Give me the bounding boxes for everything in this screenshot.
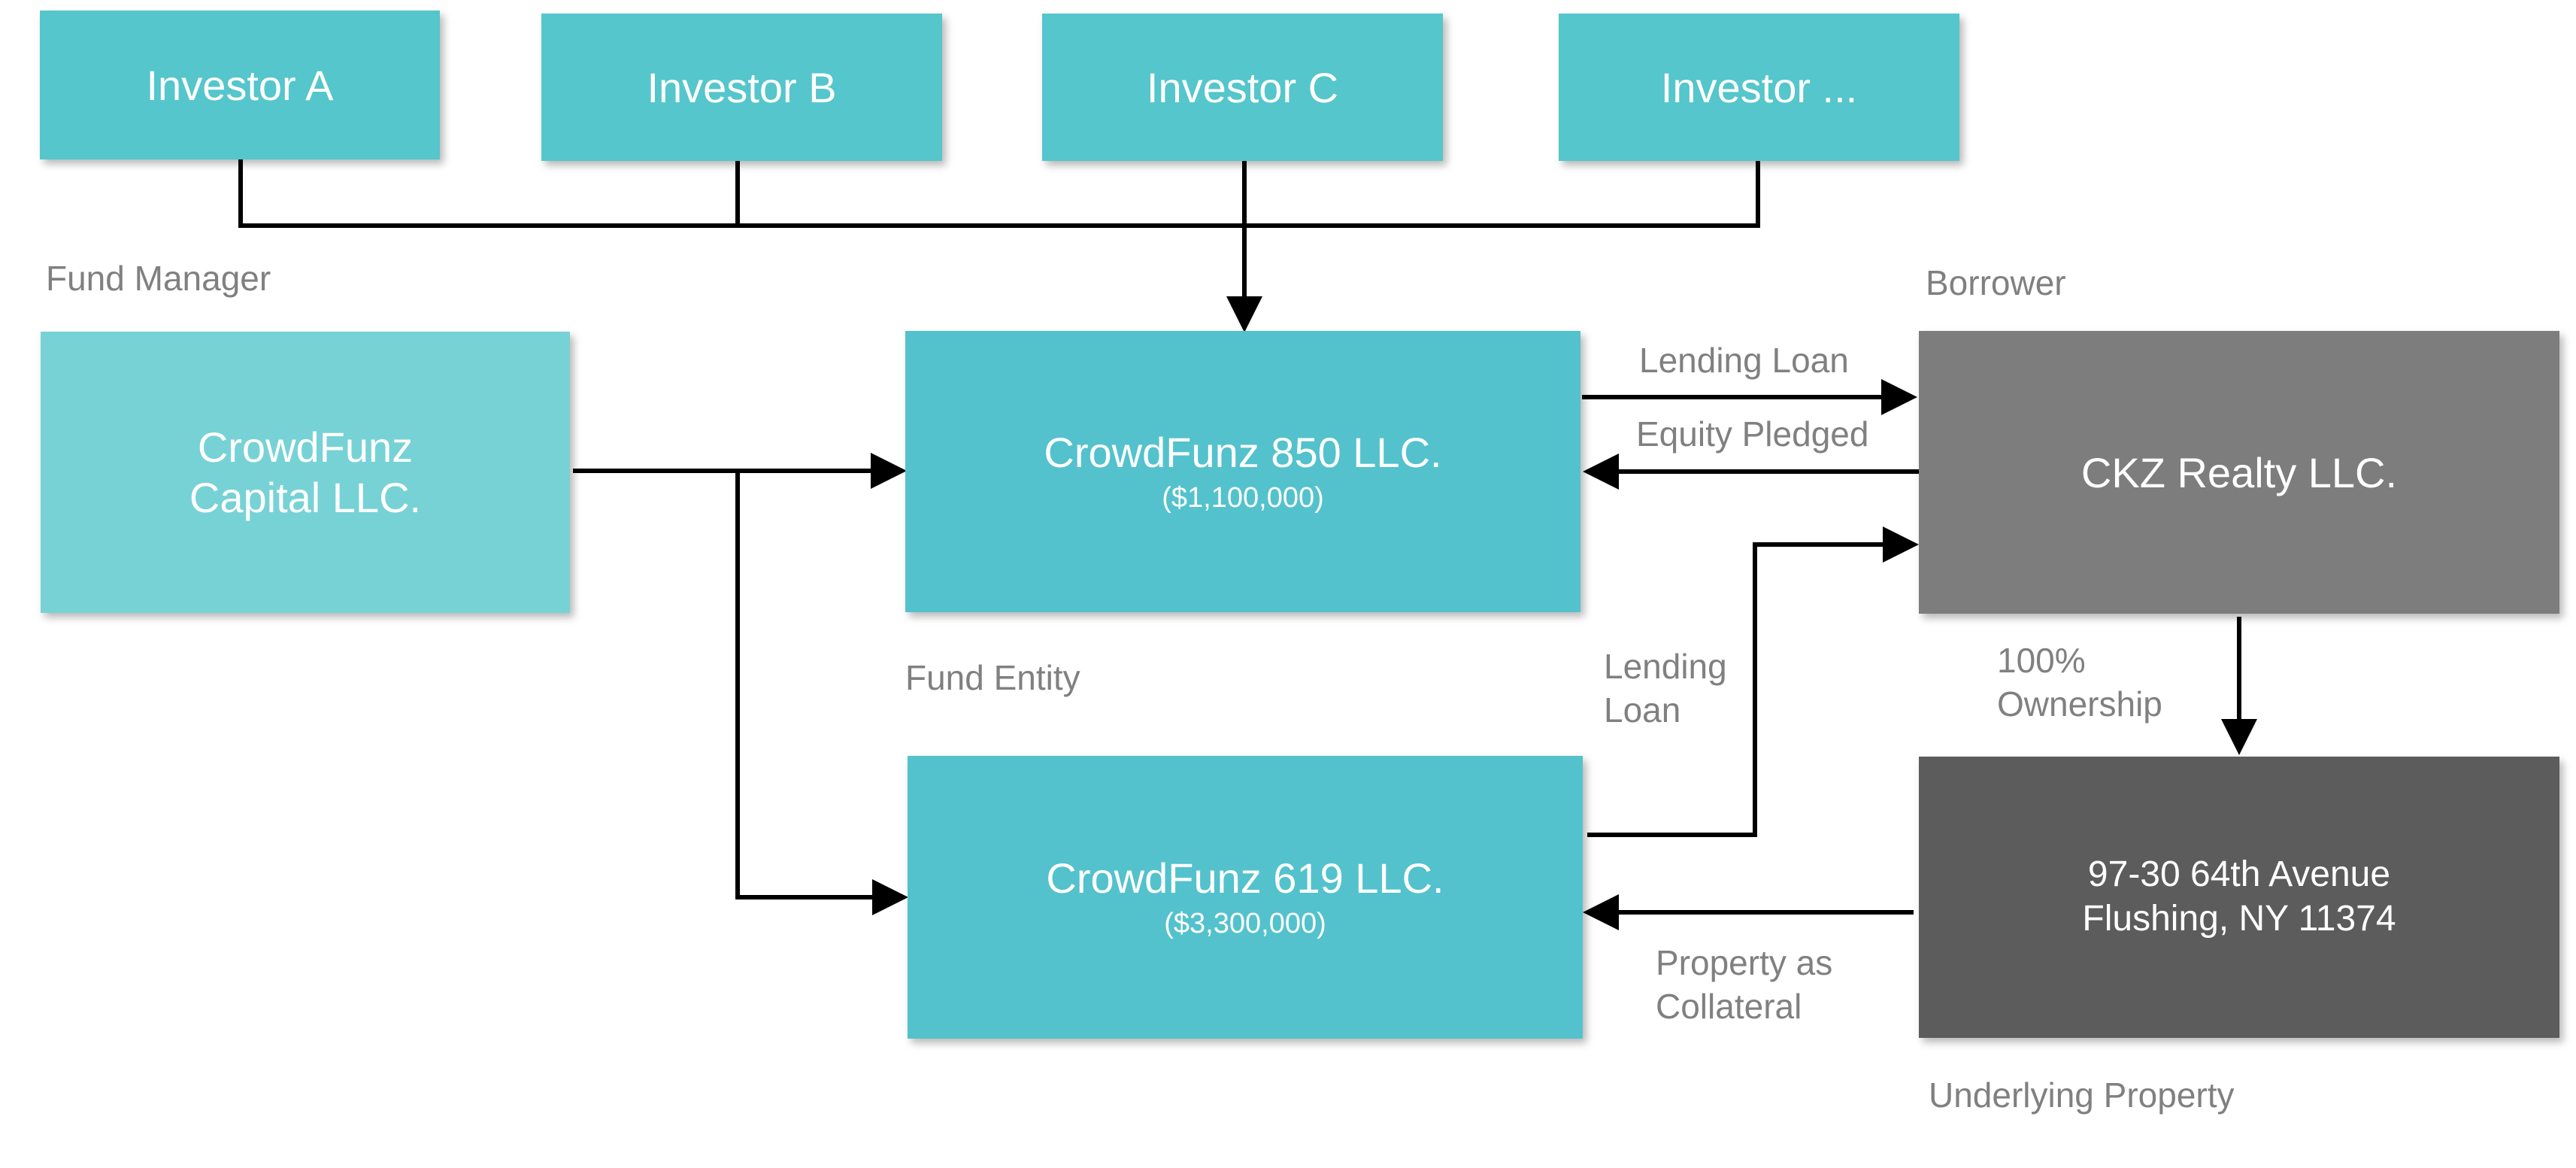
- lending-loan-top-label: Lending Loan: [1639, 341, 1849, 380]
- ownership-label: 100% Ownership: [1997, 639, 2162, 726]
- fund-619-amount: ($3,300,000): [1164, 907, 1326, 939]
- property-address-line1: 97-30 64th Avenue: [2087, 854, 2391, 895]
- borrower-box: CKZ Realty LLC.: [1919, 331, 2559, 614]
- equity-pledged-label: Equity Pledged: [1636, 414, 1869, 454]
- fund-850-box: CrowdFunz 850 LLC. ($1,100,000): [905, 331, 1580, 612]
- fund-850-name: CrowdFunz 850 LLC.: [1044, 429, 1442, 477]
- investor-b-label: Investor B: [647, 63, 837, 111]
- investor-more-box: Investor ...: [1559, 14, 1959, 161]
- ownership-line1: 100%: [1997, 641, 2086, 680]
- fund-manager-heading: Fund Manager: [46, 259, 271, 298]
- lending-loan-lower-line2: Loan: [1604, 690, 1681, 730]
- underlying-property-heading: Underlying Property: [1929, 1075, 2235, 1115]
- lending-loan-lower-line1: Lending: [1604, 647, 1727, 686]
- fund-619-box: CrowdFunz 619 LLC. ($3,300,000): [908, 756, 1583, 1039]
- investor-more-label: Investor ...: [1660, 63, 1858, 111]
- property-address-line2: Flushing, NY 11374: [2082, 899, 2396, 939]
- ownership-line2: Ownership: [1997, 684, 2162, 724]
- fund-850-amount: ($1,100,000): [1162, 481, 1324, 514]
- investor-a-label: Investor A: [146, 61, 334, 109]
- fund-manager-name-line1: CrowdFunz: [197, 423, 414, 471]
- borrower-heading: Borrower: [1926, 263, 2066, 302]
- investor-a-box: Investor A: [40, 11, 440, 159]
- property-box: 97-30 64th Avenue Flushing, NY 11374: [1919, 757, 2559, 1038]
- investor-c-label: Investor C: [1146, 63, 1339, 111]
- fund-manager-name-line2: Capital LLC.: [189, 474, 422, 521]
- collateral-line2: Collateral: [1656, 986, 1802, 1026]
- investor-c-box: Investor C: [1042, 14, 1443, 161]
- investor-b-box: Investor B: [541, 14, 942, 161]
- lending-loan-lower-label: Lending Loan: [1604, 645, 1727, 732]
- lending-loan-lower-arrow: [1587, 526, 1919, 837]
- fund-619-name: CrowdFunz 619 LLC.: [1046, 854, 1444, 903]
- fund-manager-box: CrowdFunz Capital LLC.: [41, 332, 570, 613]
- fund-entity-heading: Fund Entity: [905, 658, 1080, 697]
- collateral-line1: Property as: [1656, 943, 1833, 982]
- collateral-label: Property as Collateral: [1656, 942, 1832, 1028]
- manager-to-fund-619-arrow: [735, 471, 908, 915]
- borrower-name: CKZ Realty LLC.: [2080, 448, 2398, 496]
